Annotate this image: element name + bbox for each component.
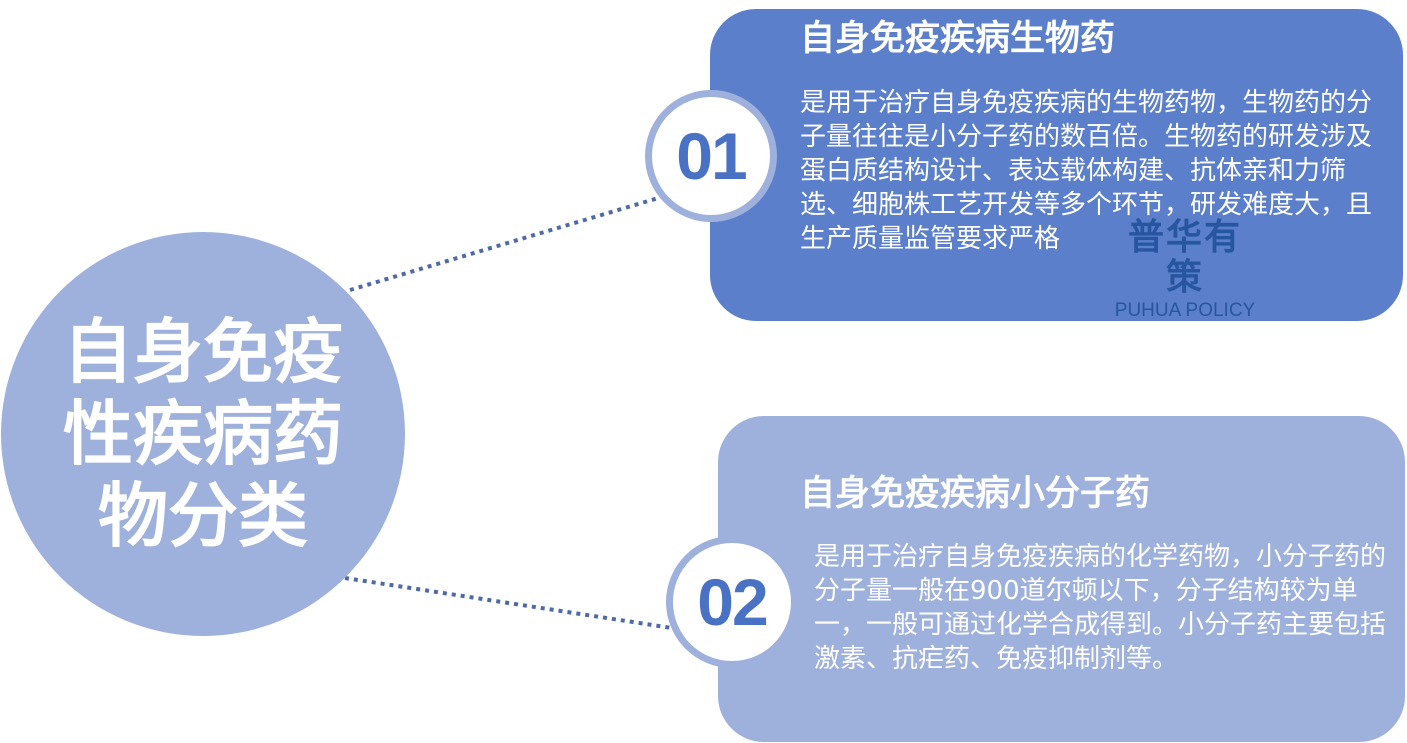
card-biologic-drugs: 自身免疫疾病生物药 是用于治疗自身免疫疾病的生物药物，生物药的分子量往往是小分子… bbox=[710, 9, 1403, 321]
hub-circle: 自身免疫性疾病药物分类 bbox=[1, 232, 405, 636]
watermark-logo: 普华有策 PUHUA POLICY bbox=[1110, 218, 1260, 322]
card-title: 自身免疫疾病小分子药 bbox=[800, 474, 1151, 514]
watermark-en: PUHUA POLICY bbox=[1114, 300, 1256, 321]
badge-number: 02 bbox=[697, 565, 768, 639]
connector-line-02 bbox=[344, 576, 673, 630]
watermark-cn: 普华有策 bbox=[1127, 217, 1242, 298]
card-body: 是用于治疗自身免疫疾病的生物药物，生物药的分子量往往是小分子药的数百倍。生物药的… bbox=[800, 88, 1373, 254]
hub-title: 自身免疫性疾病药物分类 bbox=[63, 311, 343, 557]
number-badge-02: 02 bbox=[666, 536, 798, 668]
connector-line-01 bbox=[349, 194, 666, 292]
card-body: 是用于治疗自身免疫疾病的化学药物，小分子药的分子量一般在900道尔顿以下，分子结… bbox=[814, 542, 1387, 674]
card-title: 自身免疫疾病生物药 bbox=[800, 19, 1116, 59]
badge-number: 01 bbox=[676, 119, 747, 193]
card-small-molecule-drugs: 自身免疫疾病小分子药 是用于治疗自身免疫疾病的化学药物，小分子药的分子量一般在9… bbox=[718, 416, 1405, 742]
number-badge-01: 01 bbox=[645, 90, 777, 222]
